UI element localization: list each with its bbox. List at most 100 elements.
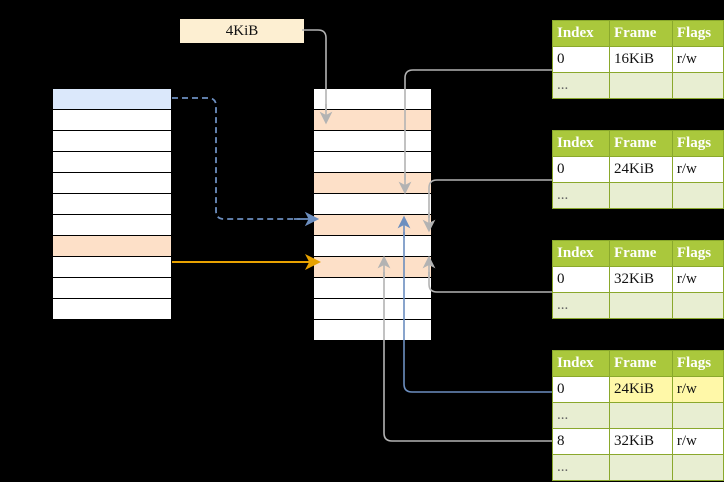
memory-row (52, 151, 172, 173)
cell-flags (671, 402, 724, 429)
table-row: ... (552, 402, 724, 429)
table-row: ... (552, 182, 724, 209)
left-memory-row-4 (52, 151, 172, 173)
column-header-flags: Flags (671, 20, 724, 47)
cell-index: 0 (552, 376, 610, 403)
page-size-label: 4KiB (180, 19, 304, 43)
cell-index: 0 (552, 266, 610, 293)
middle-memory-row-11 (313, 298, 432, 320)
cell-flags (671, 454, 724, 481)
middle-memory-row-12 (313, 319, 432, 341)
left-memory-row-9 (52, 256, 172, 278)
memory-row (52, 172, 172, 194)
cell-flags: r/w (671, 428, 724, 455)
middle-memory-row-10 (313, 277, 432, 299)
middle-memory-column (313, 88, 432, 341)
left-memory-row-1 (52, 88, 172, 110)
memory-row (52, 235, 172, 257)
left-memory-column (52, 88, 172, 320)
cell-frame (608, 454, 673, 481)
memory-row (313, 109, 432, 131)
column-header-frame: Frame (608, 240, 673, 267)
left-memory-row-11 (52, 298, 172, 320)
memory-row (52, 109, 172, 131)
cell-frame: 24KiB (608, 156, 673, 183)
column-header-flags: Flags (671, 350, 724, 377)
middle-memory-row-1 (313, 88, 432, 110)
memory-row (52, 130, 172, 152)
cell-flags: r/w (671, 376, 724, 403)
memory-row (313, 130, 432, 152)
wire-table2-to-middle-row7 (422, 179, 552, 233)
middle-memory-row-4 (313, 151, 432, 173)
cell-flags: r/w (671, 156, 724, 183)
cell-index: ... (552, 292, 610, 319)
column-header-index: Index (552, 130, 610, 157)
cell-flags (671, 72, 724, 99)
table-row: ... (552, 292, 724, 319)
cell-frame (608, 182, 673, 209)
cell-index: 8 (552, 428, 610, 455)
cell-flags (671, 292, 724, 319)
memory-row (52, 256, 172, 278)
cell-flags (671, 182, 724, 209)
memory-row (313, 151, 432, 173)
cell-flags: r/w (671, 46, 724, 73)
column-header-frame: Frame (608, 350, 673, 377)
left-memory-row-5 (52, 172, 172, 194)
memory-row (313, 193, 432, 215)
cell-index: 0 (552, 156, 610, 183)
memory-row (52, 193, 172, 215)
table-row: ... (552, 454, 724, 481)
memory-row (313, 277, 432, 299)
column-header-frame: Frame (608, 20, 673, 47)
column-header-index: Index (552, 240, 610, 267)
left-memory-row-8 (52, 235, 172, 257)
column-header-index: Index (552, 20, 610, 47)
left-memory-row-7 (52, 214, 172, 236)
wire-left-blue-to-middle-row7 (172, 97, 320, 227)
cell-frame (608, 72, 673, 99)
middle-memory-row-3 (313, 130, 432, 152)
memory-row (52, 298, 172, 320)
memory-row (313, 319, 432, 341)
wire-table3-to-middle-row9 (422, 255, 552, 293)
cell-frame: 32KiB (608, 266, 673, 293)
cell-flags: r/w (671, 266, 724, 293)
memory-row (313, 172, 432, 194)
middle-memory-row-5 (313, 172, 432, 194)
cell-frame: 32KiB (608, 428, 673, 455)
left-memory-row-2 (52, 109, 172, 131)
memory-row (313, 235, 432, 257)
column-header-flags: Flags (671, 240, 724, 267)
middle-memory-row-8 (313, 235, 432, 257)
memory-row (313, 214, 432, 236)
cell-index: 0 (552, 46, 610, 73)
memory-row (52, 277, 172, 299)
cell-index: ... (552, 182, 610, 209)
memory-row (313, 256, 432, 278)
cell-index: ... (552, 402, 610, 429)
left-memory-row-6 (52, 193, 172, 215)
cell-frame (608, 292, 673, 319)
left-memory-row-3 (52, 130, 172, 152)
cell-index: ... (552, 454, 610, 481)
memory-row (52, 88, 172, 110)
memory-row (313, 88, 432, 110)
middle-memory-row-7 (313, 214, 432, 236)
middle-memory-row-6 (313, 193, 432, 215)
table-row: ... (552, 72, 724, 99)
